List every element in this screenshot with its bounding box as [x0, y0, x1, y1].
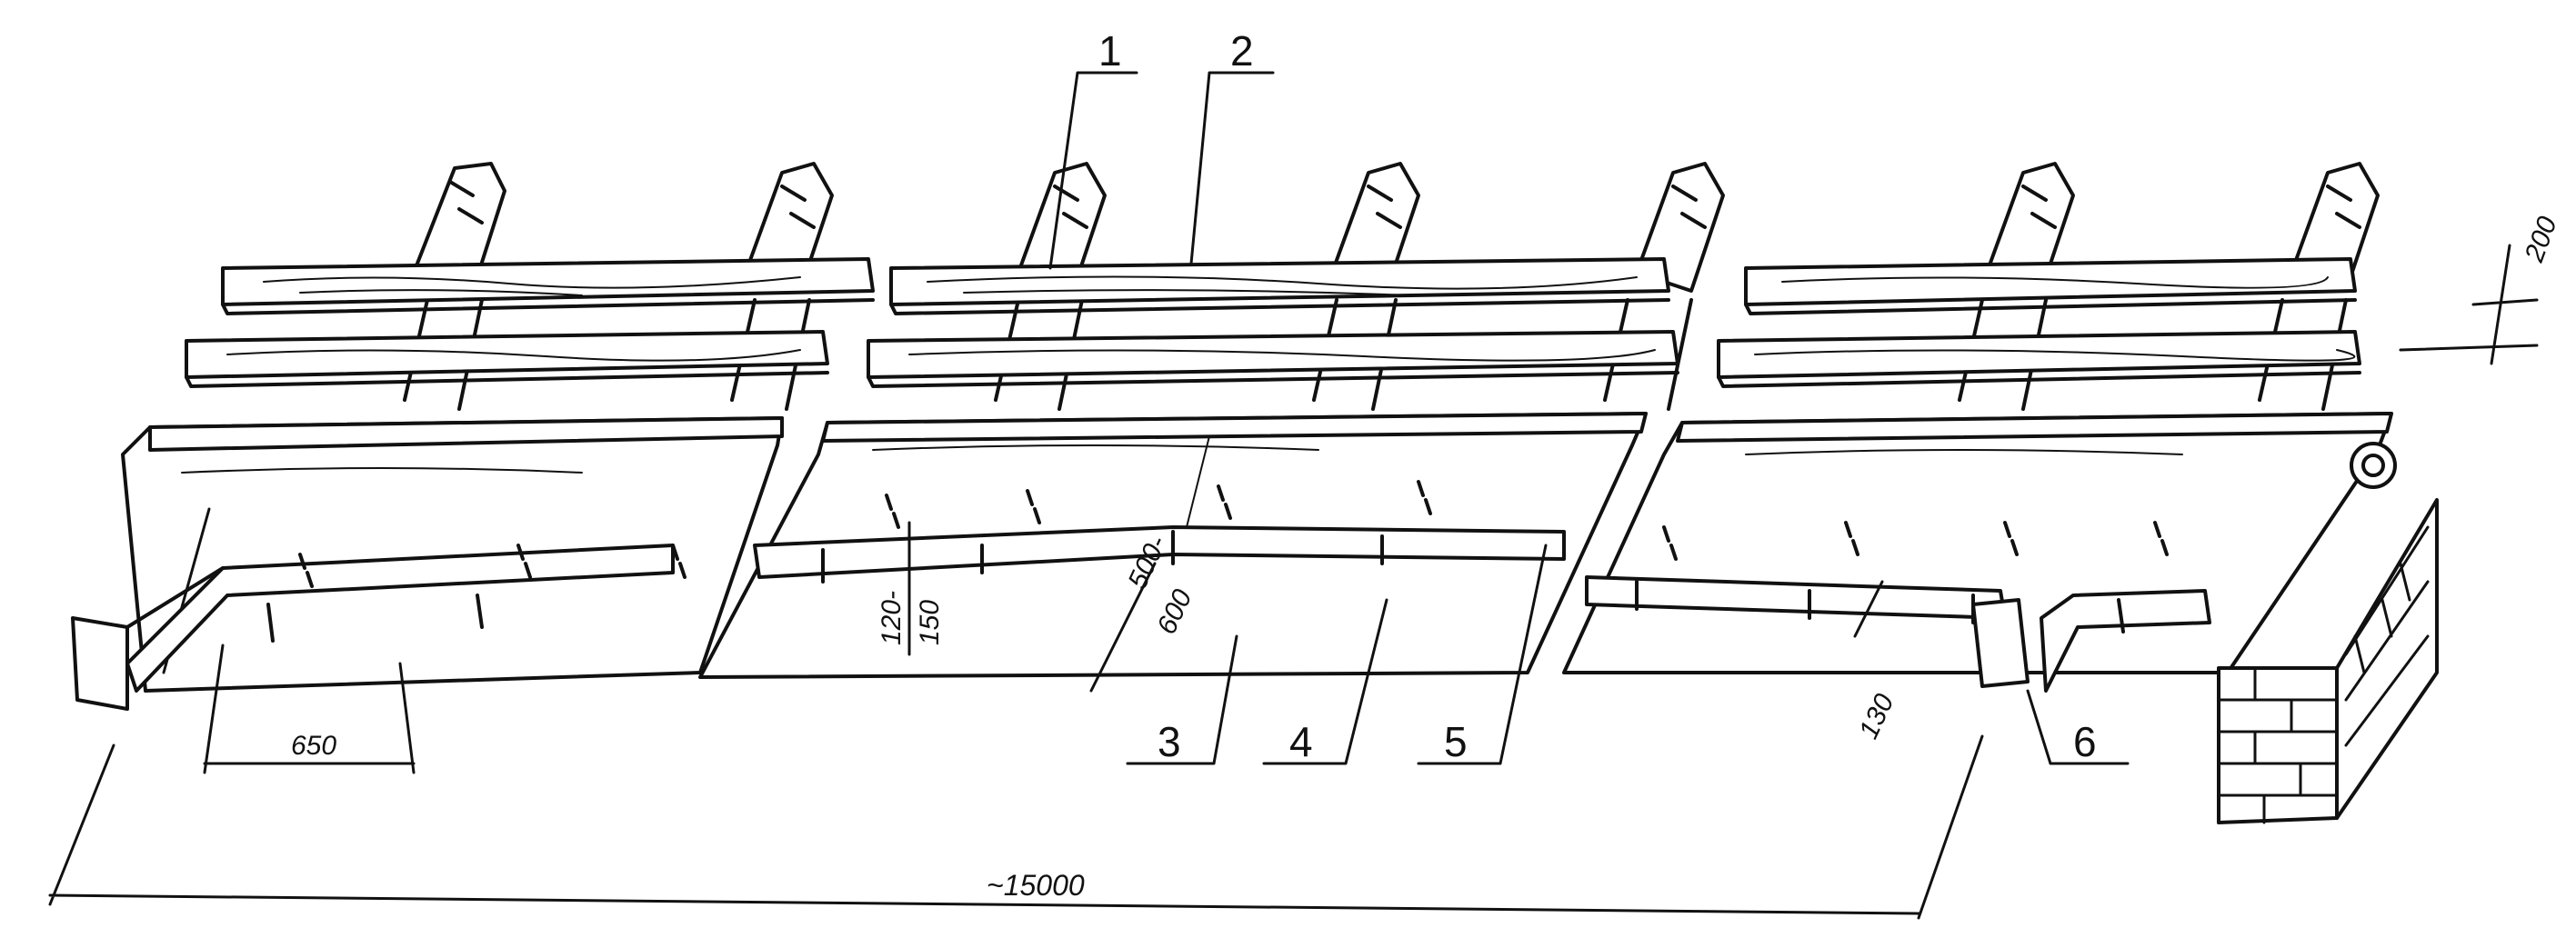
- dim-sheet-width: 650: [291, 731, 336, 761]
- dimension-lines: [48, 71, 2539, 920]
- gutter-far-right: [2040, 589, 2211, 693]
- dim-batten-spacing: 200: [2519, 213, 2563, 267]
- callout-6: 6: [2073, 718, 2097, 765]
- middle-battens: [185, 330, 2361, 388]
- batten-top-left: [221, 257, 875, 315]
- callout-labels: 1 2 3 4 5 6: [1098, 27, 2097, 765]
- callout-5: 5: [1444, 718, 1468, 765]
- panel-left: [121, 416, 784, 693]
- dim-total-length: ~15000: [987, 869, 1085, 902]
- batten-mid-right: [1717, 330, 2361, 388]
- callout-1: 1: [1098, 27, 1122, 75]
- top-battens: [221, 257, 2357, 315]
- dim-overlap-top: 120-: [877, 591, 907, 645]
- callout-2: 2: [1230, 27, 1254, 75]
- gutter-middle: [753, 525, 1566, 584]
- clamp-marks: [298, 480, 2169, 588]
- gutter-right: [1585, 575, 2030, 688]
- gutters: [71, 525, 2211, 711]
- dim-gutter-depth: 130: [1853, 689, 1899, 743]
- brick-wall: [2217, 442, 2439, 824]
- batten-mid-left: [185, 330, 829, 388]
- eaves-roll: [2350, 442, 2397, 489]
- batten-mid-middle: [867, 330, 1679, 388]
- callout-3: 3: [1158, 718, 1181, 765]
- batten-top-right: [1744, 257, 2357, 315]
- gutter-left: [71, 544, 675, 711]
- callout-4: 4: [1289, 718, 1313, 765]
- batten-top-middle: [889, 257, 1670, 315]
- dim-overlap-bottom: 150: [915, 600, 945, 645]
